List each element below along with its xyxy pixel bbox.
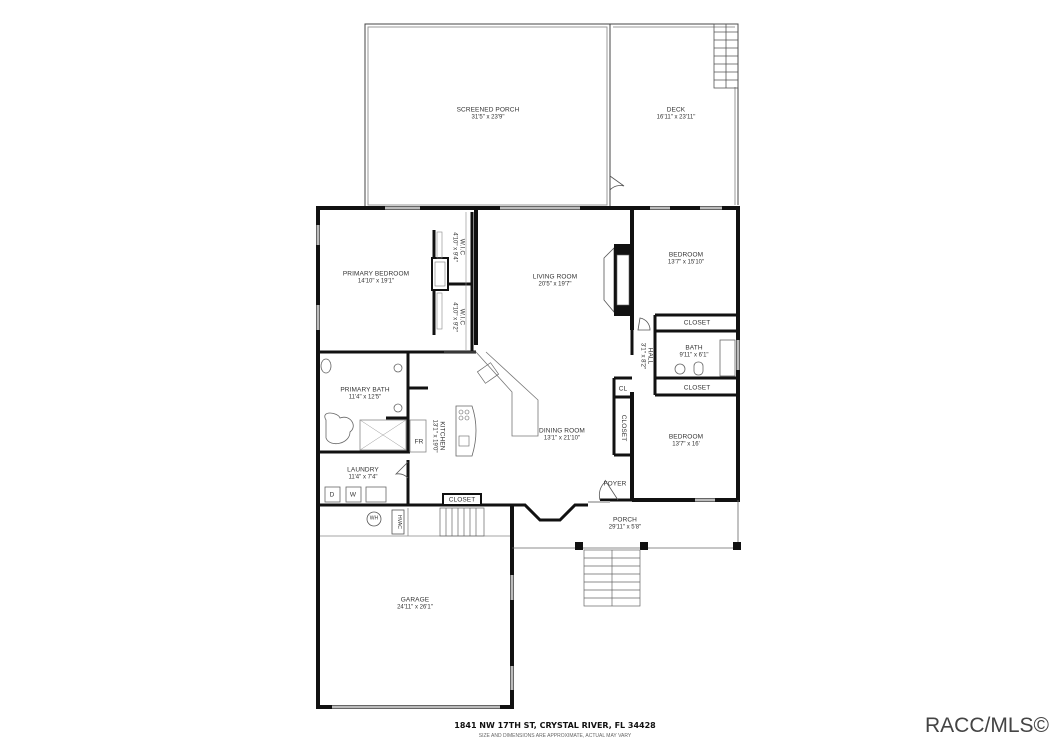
wic-fireplace-block xyxy=(431,257,449,291)
room-dim: 13'1" x 19'0" xyxy=(432,419,438,453)
room-dim: 14'10" x 19'1" xyxy=(357,278,395,284)
room-dim: 4'10" x 9'2" xyxy=(452,302,458,332)
room-name: LAUNDRY xyxy=(347,466,379,474)
room-dim: 24'11" x 26'1" xyxy=(397,604,433,610)
room-label-closet-3: CLOSET xyxy=(449,496,476,504)
room-name: WH xyxy=(369,515,379,522)
garage-stairs xyxy=(439,507,485,537)
hvac-label: HVAC xyxy=(394,515,402,529)
room-dim: 29'11" x 5'8" xyxy=(608,524,642,530)
room-name: CLOSET xyxy=(683,384,711,392)
room-dim: 11'4" x 12'5" xyxy=(348,394,382,400)
room-dim: 20'5" x 19'7" xyxy=(538,281,572,287)
room-name: KITCHEN xyxy=(438,421,446,451)
room-name: CLOSET xyxy=(683,319,711,327)
room-label-foyer: FOYER xyxy=(604,480,627,488)
room-dim: 11'4" x 7'4" xyxy=(348,474,378,480)
room-dim: 3'1" x 8'2" xyxy=(640,342,646,370)
room-name: D xyxy=(329,491,335,499)
room-name: CLOSET xyxy=(619,414,627,442)
room-name: FOYER xyxy=(603,480,627,488)
room-dim: 4'10" x 9'4" xyxy=(452,232,458,262)
room-label-closet-1: CLOSET xyxy=(684,319,711,327)
room-name: PORCH xyxy=(613,516,637,524)
room-name: PRIMARY BEDROOM xyxy=(342,270,410,278)
porch-stairs xyxy=(583,549,641,607)
room-label-closet-vertical: CLOSET xyxy=(619,415,627,442)
room-name: LIVING ROOM xyxy=(532,273,578,281)
room-label-closet-2: CLOSET xyxy=(684,384,711,392)
room-label-fr: FR xyxy=(415,438,424,446)
tub-icon xyxy=(324,412,354,445)
washer-label: W xyxy=(350,491,356,499)
room-name: W.I.C xyxy=(458,308,466,326)
room-dim: 16'11" x 23'11" xyxy=(656,114,696,120)
room-name: FR xyxy=(414,438,424,446)
room-dim: 13'1" x 21'10" xyxy=(543,435,581,441)
room-name: W xyxy=(349,491,357,499)
shower-icon xyxy=(359,419,407,451)
windows xyxy=(316,206,740,502)
water-heater-label: WH xyxy=(370,515,379,523)
property-address: 1841 NW 17TH ST, CRYSTAL RIVER, FL 34428 xyxy=(454,721,656,730)
room-name: HALL xyxy=(646,347,654,365)
room-name: DINING ROOM xyxy=(539,427,585,435)
deck-stairs xyxy=(713,23,739,89)
dryer-label: D xyxy=(330,491,335,499)
room-name: BATH xyxy=(685,344,703,352)
room-name: CL xyxy=(618,385,628,393)
room-dim: 9'11" x 6'1" xyxy=(679,352,709,358)
primary-toilet-icon xyxy=(320,358,332,374)
exterior-walls xyxy=(316,206,740,506)
room-name: W.I.C xyxy=(458,238,466,256)
island-icon xyxy=(455,405,477,457)
room-name: PRIMARY BATH xyxy=(340,386,390,394)
room-name: GARAGE xyxy=(400,596,430,604)
room-name: DECK xyxy=(666,106,686,114)
room-dim: 31'5" x 23'9" xyxy=(471,114,505,120)
sink-icon xyxy=(674,363,686,375)
disclaimer-note: SIZE AND DIMENSIONS ARE APPROXIMATE, ACT… xyxy=(478,733,632,739)
fridge-icon xyxy=(409,419,427,453)
kitchen-sink-icon xyxy=(476,362,500,384)
mls-watermark: RACC/MLS© xyxy=(925,714,1049,737)
room-name: HVAC xyxy=(395,515,402,529)
room-name: BEDROOM xyxy=(668,251,704,259)
room-name: BEDROOM xyxy=(668,433,704,441)
room-dim: 13'7" x 15'10" xyxy=(667,259,705,265)
room-label-cl: CL xyxy=(619,385,628,393)
room-name: SCREENED PORCH xyxy=(456,106,520,114)
bathtub-icon xyxy=(719,339,736,377)
room-name: CLOSET xyxy=(448,496,476,504)
toilet-icon xyxy=(693,361,704,376)
room-dim: 13'7" x 16' xyxy=(672,441,700,447)
